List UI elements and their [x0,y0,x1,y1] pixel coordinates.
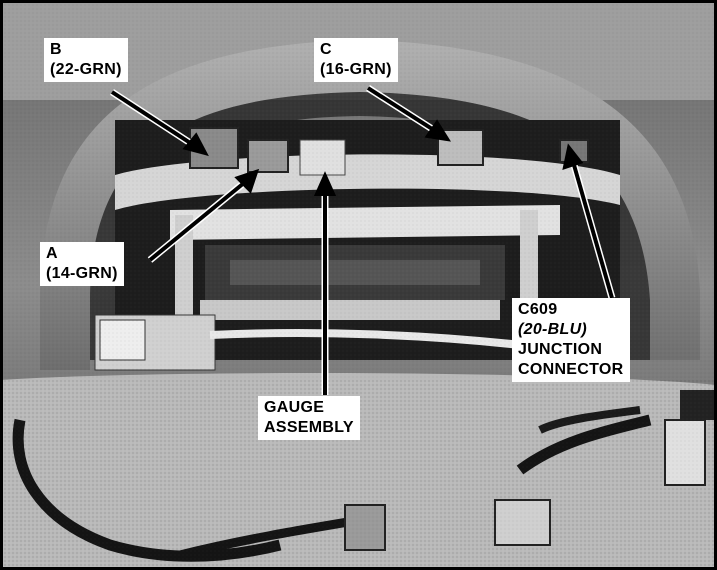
label-c609-line2: (20-BLU) [518,321,588,338]
arrow-b-head [182,132,209,157]
arrow-a-line [148,176,252,262]
arrow-c-head [424,119,452,142]
label-gauge-assembly: GAUGE ASSEMBLY [258,396,360,440]
label-gauge-line1: GAUGE [264,399,325,416]
arrow-c609-head [562,143,584,170]
arrow-c-line [366,86,442,136]
label-b-line2: (22-GRN) [50,61,122,78]
label-connector-a: A (14-GRN) [40,242,124,286]
label-gauge-line2: ASSEMBLY [264,419,354,436]
label-connector-b: B (22-GRN) [44,38,128,82]
label-c-line2: (16-GRN) [320,61,392,78]
label-c609-line3: JUNCTION [518,341,603,358]
arrow-c609-line [570,157,614,299]
label-b-line1: B [50,41,62,58]
arrow-b-line-core [110,90,200,150]
label-connector-c: C (16-GRN) [314,38,398,82]
label-c-line1: C [320,41,332,58]
pointer-arrows [110,85,616,395]
arrow-a-head [234,168,260,194]
label-c609-line1: C609 [518,301,558,318]
arrow-gauge-head [313,171,337,196]
label-a-line1: A [46,245,58,262]
label-c609-line4: CONNECTOR [518,361,624,378]
label-c609-junction-connector: C609 (20-BLU) JUNCTION CONNECTOR [512,298,630,382]
label-a-line2: (14-GRN) [46,265,118,282]
